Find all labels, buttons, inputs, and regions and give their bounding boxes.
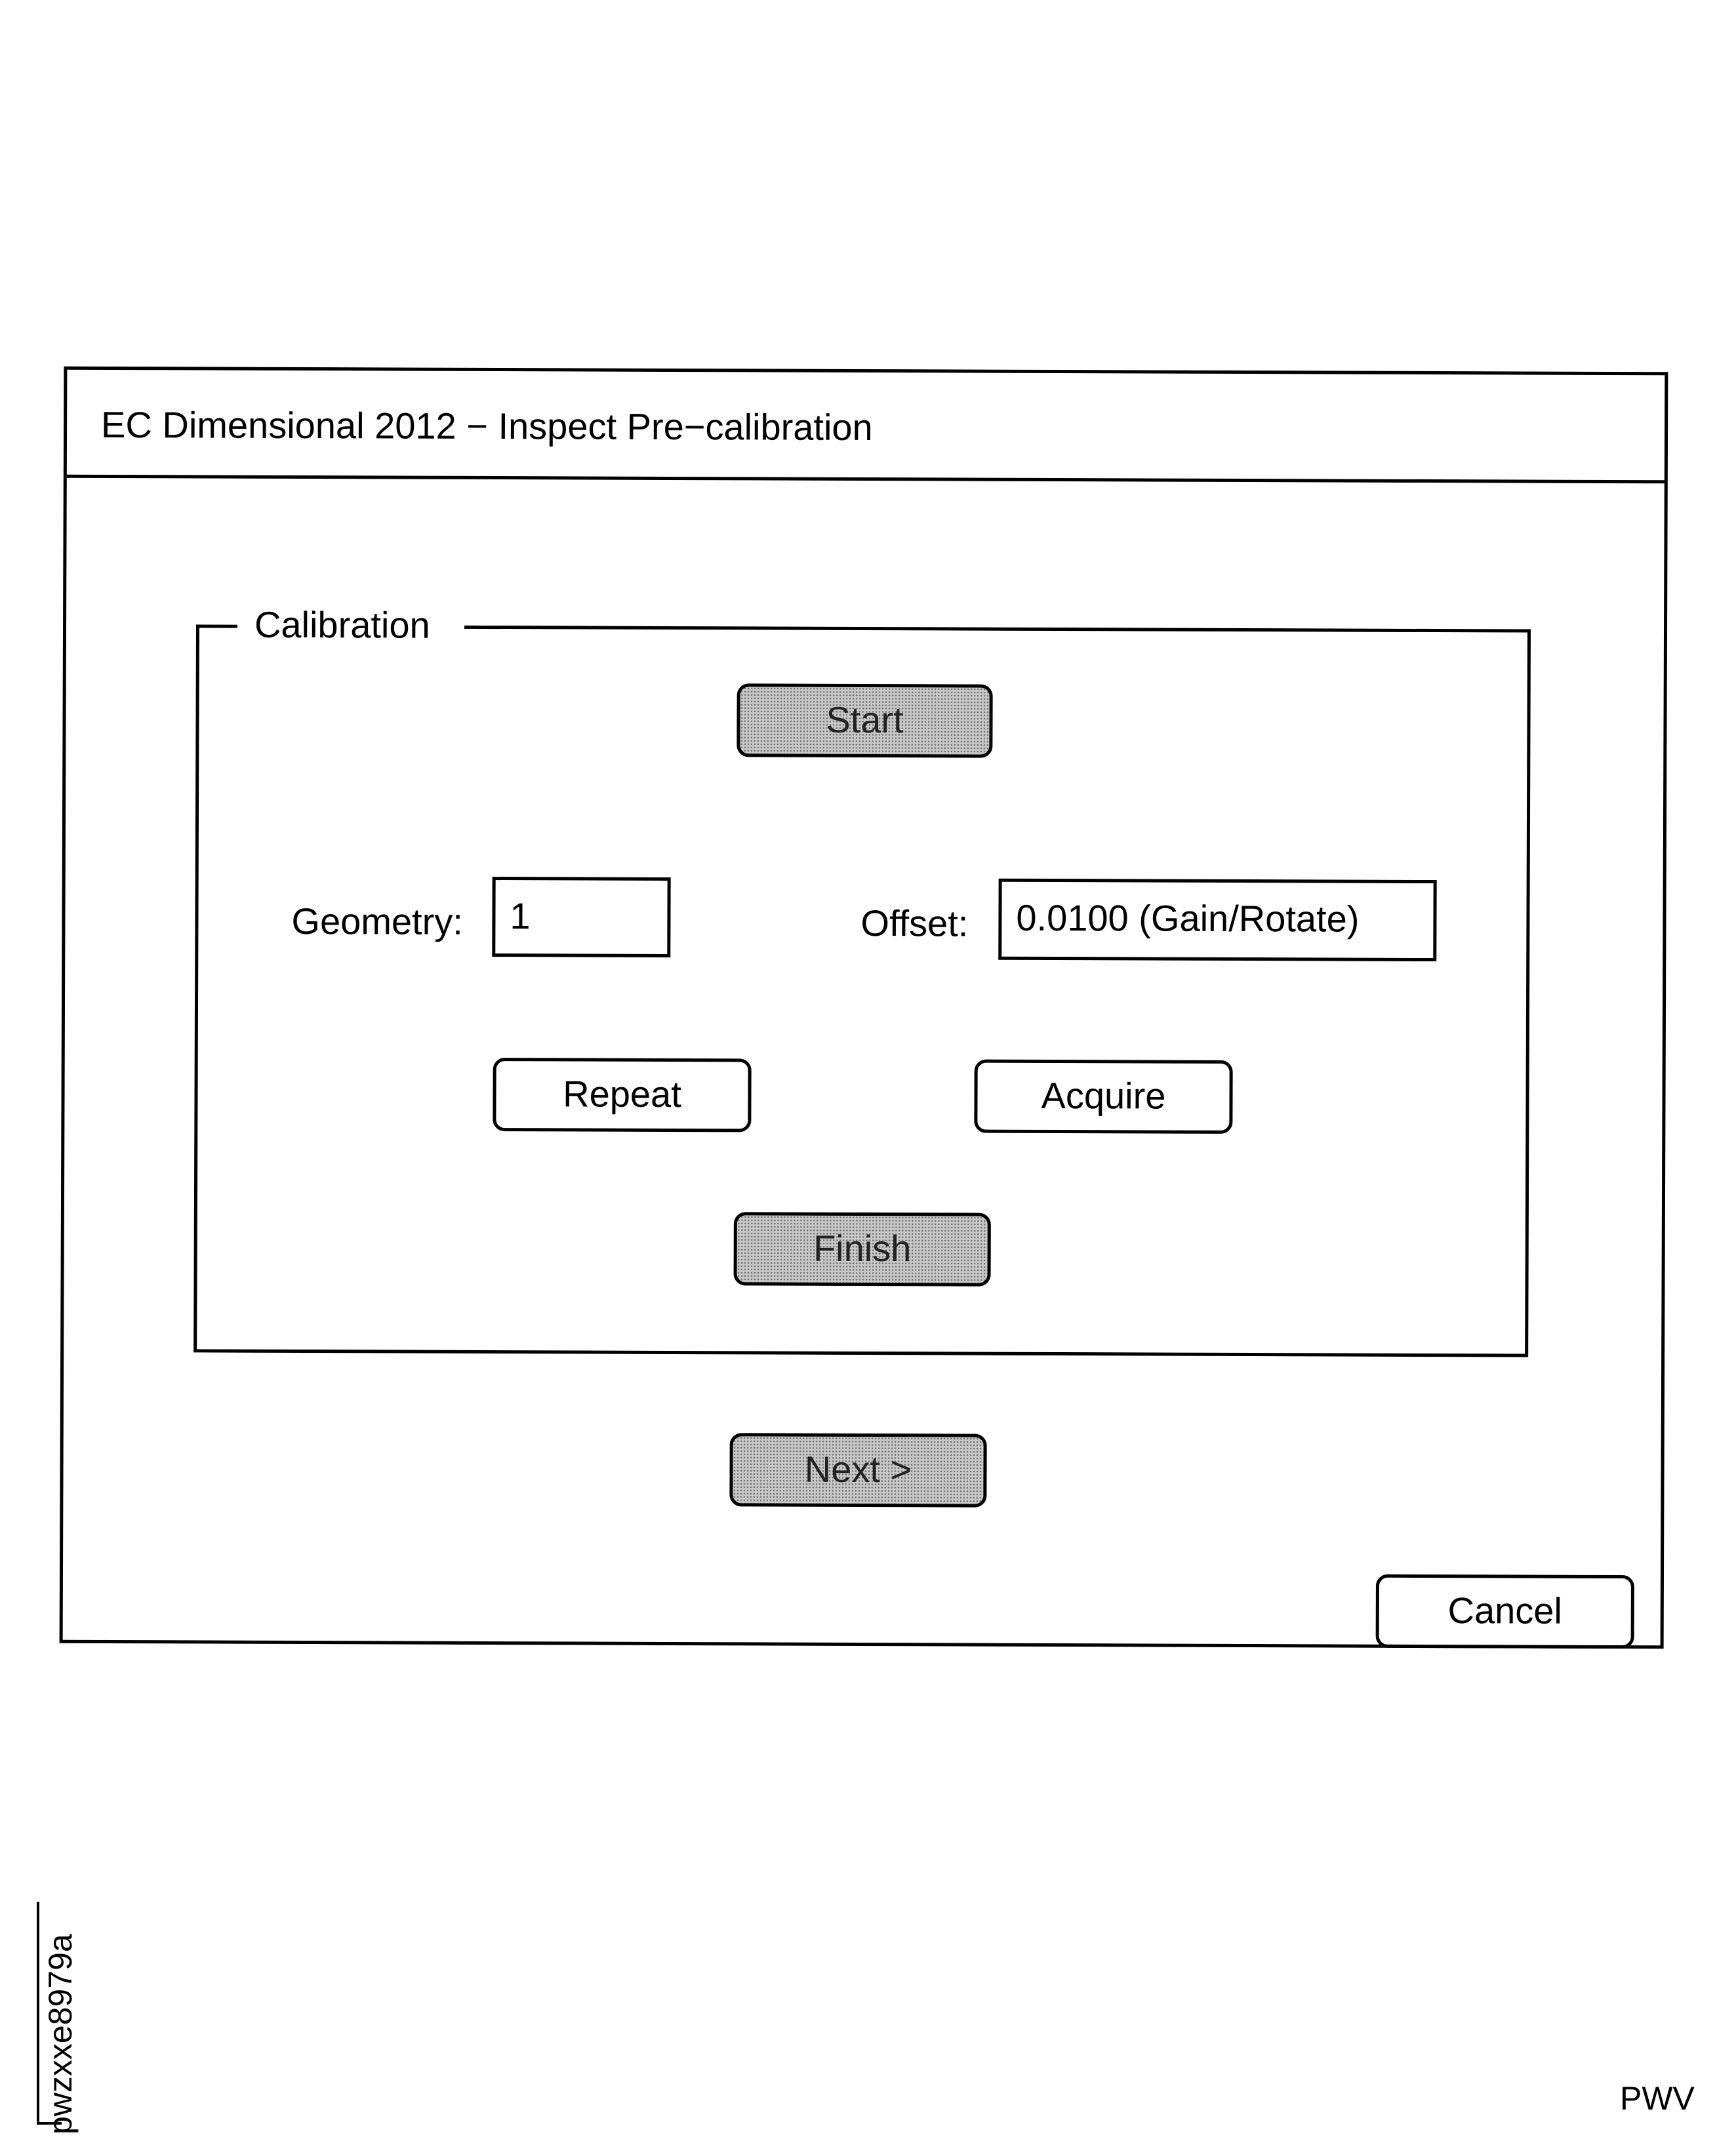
cancel-button[interactable]: Cancel bbox=[1375, 1574, 1634, 1649]
acquire-button[interactable]: Acquire bbox=[974, 1059, 1233, 1134]
dialog-window: EC Dimensional 2012 − Inspect Pre−calibr… bbox=[59, 366, 1668, 1649]
window-title: EC Dimensional 2012 − Inspect Pre−calibr… bbox=[100, 403, 873, 449]
geometry-field[interactable]: 1 bbox=[492, 877, 671, 957]
next-button[interactable]: Next > bbox=[729, 1433, 987, 1508]
figure-code-vertical: pwzxxe8979a bbox=[42, 1934, 79, 2134]
figure-code-corner: PWV bbox=[1620, 2080, 1695, 2117]
figure-code-bracket bbox=[37, 1902, 39, 2125]
offset-label: Offset: bbox=[860, 902, 969, 944]
geometry-label: Geometry: bbox=[291, 900, 463, 942]
finish-button[interactable]: Finish bbox=[733, 1212, 991, 1287]
calibration-group-label: Calibration bbox=[237, 601, 464, 649]
start-button[interactable]: Start bbox=[737, 683, 993, 758]
offset-field[interactable]: 0.0100 (Gain/Rotate) bbox=[998, 878, 1437, 962]
title-bar: EC Dimensional 2012 − Inspect Pre−calibr… bbox=[66, 369, 1665, 484]
calibration-groupbox: Calibration Start Geometry: 1 Offset: 0.… bbox=[193, 601, 1531, 1357]
figure-code-bracket-foot bbox=[37, 2122, 62, 2125]
repeat-button[interactable]: Repeat bbox=[493, 1058, 752, 1132]
